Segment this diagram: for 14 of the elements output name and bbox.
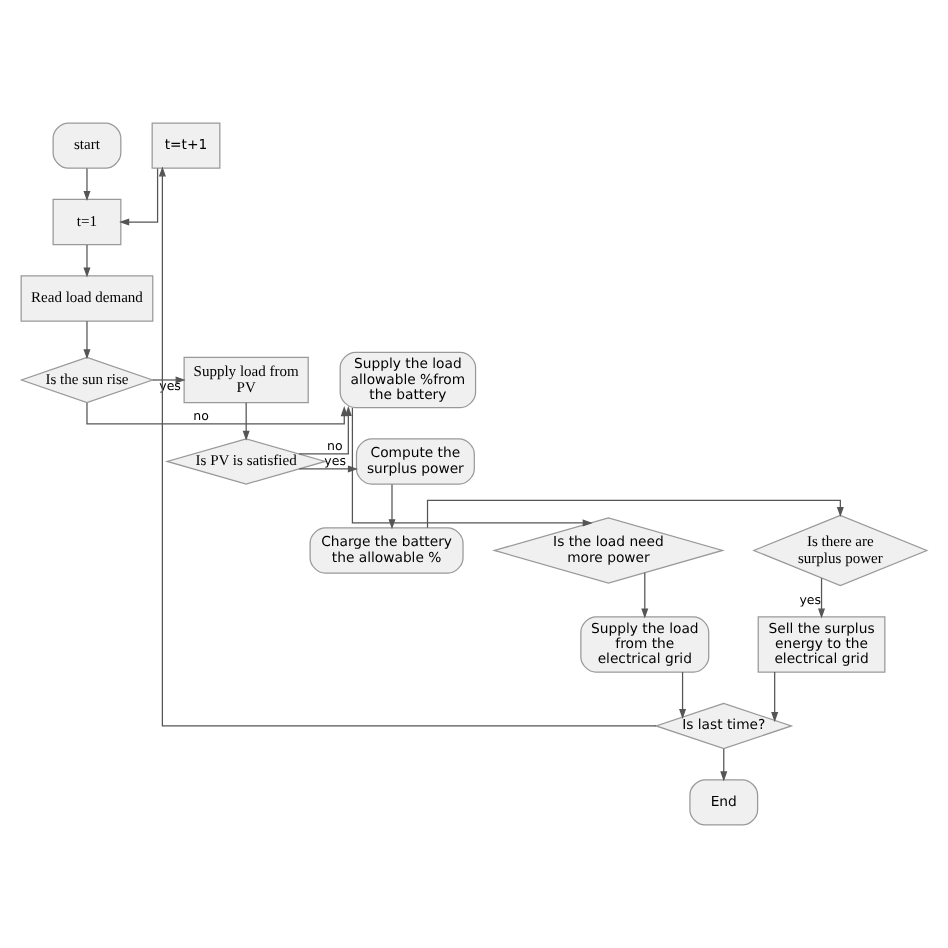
arrow bbox=[242, 402, 250, 441]
arrow bbox=[771, 671, 779, 723]
arrow bbox=[158, 166, 657, 727]
arrow bbox=[83, 320, 91, 360]
arrow bbox=[679, 671, 687, 719]
arrow bbox=[641, 572, 649, 619]
arrow bbox=[83, 167, 91, 201]
arrow bbox=[388, 483, 396, 530]
arrow bbox=[83, 244, 91, 278]
arrow bbox=[119, 167, 159, 226]
arrow bbox=[298, 465, 358, 473]
arrow bbox=[426, 499, 844, 529]
arrow bbox=[720, 748, 728, 782]
arrow bbox=[818, 577, 826, 619]
